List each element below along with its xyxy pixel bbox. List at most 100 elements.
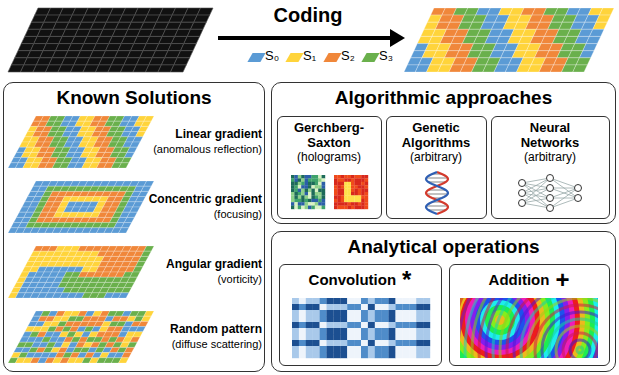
hologram-pixel: [365, 202, 369, 206]
method-name: Neural Networks: [506, 120, 594, 150]
convolution-cell: [375, 310, 382, 316]
convolution-cell: [389, 328, 396, 334]
hologram-pixel: [291, 199, 295, 203]
ring: [570, 340, 590, 358]
tile: [586, 36, 601, 43]
convolution-cell: [423, 340, 430, 346]
convolution-cell: [327, 340, 334, 346]
convolution-cell: [306, 298, 313, 304]
convolution-cell: [340, 316, 347, 322]
convolution-cell: [416, 346, 423, 352]
pattern-name: Random pattern: [170, 322, 262, 336]
hologram-pixel: [344, 192, 348, 196]
section-title: Algorithmic approaches: [272, 86, 615, 109]
legend-label: S₃: [379, 48, 393, 63]
hologram-pixel: [291, 195, 295, 199]
convolution-cell: [375, 316, 382, 322]
hologram-pixel: [361, 189, 365, 193]
hologram-pixel: [322, 178, 326, 182]
convolution-cell: [292, 334, 299, 340]
hologram-pixel: [344, 175, 348, 179]
convolution-cell: [313, 352, 320, 358]
convolution-cell: [313, 316, 320, 322]
hologram-pixel: [337, 192, 341, 196]
tile: [124, 152, 134, 157]
method-box: Gerchberg-Saxton(holograms): [277, 116, 382, 219]
convolution-cell: [375, 352, 382, 358]
legend-label: S₁: [303, 48, 316, 63]
hologram-pixel: [294, 206, 298, 210]
hologram-pixel: [301, 189, 305, 193]
convolution-cell: [340, 352, 347, 358]
convolution-cell: [347, 298, 354, 304]
legend-label: S₀: [265, 48, 279, 63]
convolution-cell: [306, 316, 313, 322]
hologram-pixel: [322, 182, 326, 186]
hologram-pixel: [305, 189, 309, 193]
hologram-pixel: [311, 189, 315, 193]
convolution-cell: [320, 340, 327, 346]
convolution-cell: [327, 316, 334, 322]
nn-link: [522, 183, 550, 208]
hologram-pixel: [294, 199, 298, 203]
hologram-pixel: [308, 178, 312, 182]
convolution-cell: [396, 298, 403, 304]
hologram-pixel: [354, 206, 358, 210]
hologram-pixel: [318, 182, 322, 186]
hologram-pixel: [315, 189, 319, 193]
hologram-pixel: [341, 182, 345, 186]
tile: [130, 272, 140, 277]
hologram-pixel: [311, 199, 315, 203]
convolution-cell: [396, 316, 403, 322]
convolution-cell: [416, 304, 423, 310]
method-icons: [291, 150, 619, 375]
hologram-pixel: [358, 182, 362, 186]
convolution-cell: [416, 328, 423, 334]
ring: [528, 298, 598, 358]
nn-link: [550, 178, 578, 188]
convolution-cell: [313, 334, 320, 340]
tile: [133, 202, 143, 207]
hologram-pixel: [358, 206, 362, 210]
convolution-cell: [306, 352, 313, 358]
hologram-pixel: [318, 199, 322, 203]
hologram-pixel: [322, 202, 326, 206]
hologram-pixel: [298, 175, 302, 179]
convolution-cell: [361, 310, 368, 316]
hologram-pixel: [311, 182, 315, 186]
convolution-cell: [416, 352, 423, 358]
hologram-pixel: [348, 189, 352, 193]
convolution-cell: [375, 340, 382, 346]
hologram-pixel: [365, 178, 369, 182]
convolution-cell: [409, 310, 416, 316]
operation-symbol: +: [555, 267, 569, 293]
hologram-pixel: [341, 199, 345, 203]
hologram-pixel: [361, 206, 365, 210]
hologram-pixel: [334, 185, 338, 189]
section-title: Known Solutions: [4, 86, 264, 109]
convolution-cell: [396, 340, 403, 346]
coding-arrow-head: [390, 29, 405, 47]
operation-name: Addition: [489, 267, 550, 293]
hologram-pixel: [301, 206, 305, 210]
convolution-cell: [320, 322, 327, 328]
convolution-cell: [299, 310, 306, 316]
hologram-pixel: [305, 202, 309, 206]
hologram-pixel: [341, 175, 345, 179]
hologram-pixel: [294, 192, 298, 196]
hologram-pixel: [311, 195, 315, 199]
convolution-cell: [416, 316, 423, 322]
convolution-cell: [409, 328, 416, 334]
ring: [535, 305, 598, 358]
tile: [177, 51, 193, 58]
hologram-pixel: [315, 182, 319, 186]
pattern-name: Angular gradient: [166, 257, 262, 271]
hologram-pixel: [337, 206, 341, 210]
convolution-cell: [389, 340, 396, 346]
convolution-cell: [320, 334, 327, 340]
hologram-pixel: [337, 185, 341, 189]
tile: [141, 121, 151, 126]
tile: [127, 147, 137, 152]
section-title: Analytical operations: [272, 235, 615, 258]
nn-link: [522, 198, 550, 203]
